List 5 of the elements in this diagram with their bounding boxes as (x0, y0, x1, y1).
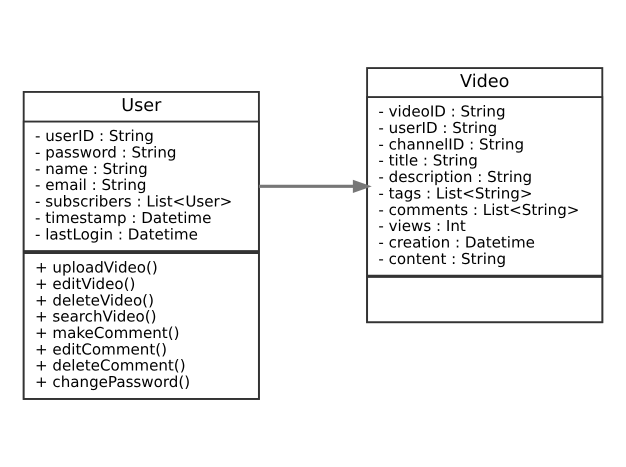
node-box: - videoID : String - userID : String - channelID : String - title : String - description : String - tags : List<String> - comments : List<String> - views : Int - creation : Datetime - content : String (366, 96, 604, 277)
node-box (366, 276, 604, 324)
arrow (258, 180, 372, 193)
node-box: + uploadVideo() + editVideo() + deleteVideo() + searchVideo() + makeComment() + editComment() + deleteComment() + changePassword() (22, 252, 260, 400)
node-box: - userID : String - password : String - name : String - email : String - subscribers : List<User> - timestamp : Datetime - lastLogin : Datetime (22, 120, 260, 252)
